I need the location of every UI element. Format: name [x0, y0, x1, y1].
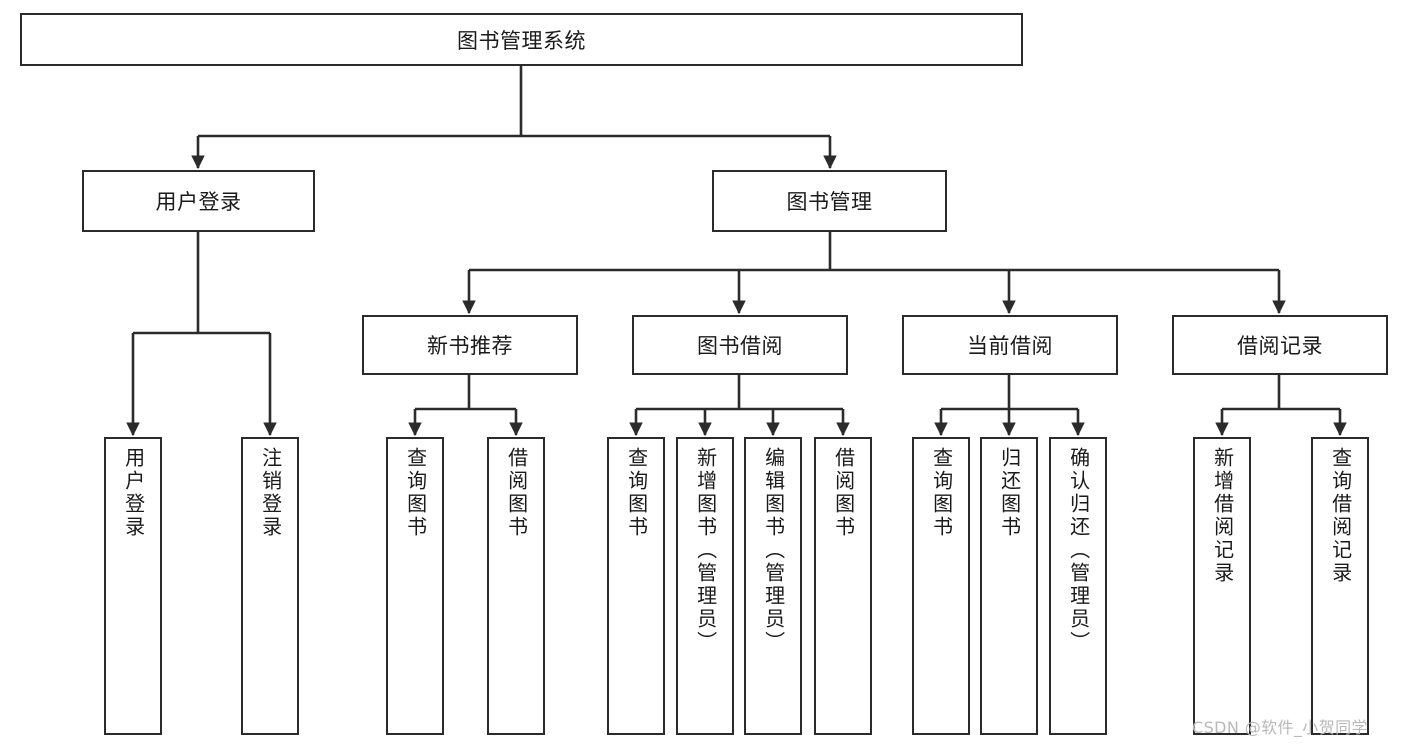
leaf-label: 借阅图书 [831, 447, 856, 539]
leaf-label: 新增借阅记录 [1210, 447, 1235, 585]
node-new-book-recommend-label: 新书推荐 [427, 334, 513, 358]
leaf-book-borrow-add-book-admin[interactable]: 新增图书（管理员） [676, 437, 734, 735]
leaf-user-login-logout[interactable]: 注销登录 [241, 437, 299, 735]
leaf-label: 归还图书 [997, 447, 1022, 539]
leaf-book-borrow-borrow-book[interactable]: 借阅图书 [814, 437, 872, 735]
csdn-watermark: CSDN @软件_小贺同学 [1192, 718, 1368, 737]
leaf-current-borrow-confirm-return-admin[interactable]: 确认归还（管理员） [1049, 437, 1107, 735]
leaf-label: 借阅图书 [504, 447, 529, 539]
node-book-borrow-label: 图书借阅 [697, 334, 783, 358]
node-book-management-label: 图书管理 [786, 190, 873, 214]
leaf-label: 查询借阅记录 [1328, 447, 1353, 585]
leaf-borrow-record-query-record[interactable]: 查询借阅记录 [1311, 437, 1369, 735]
node-book-borrow[interactable]: 图书借阅 [632, 315, 848, 375]
leaf-label: 查询图书 [929, 447, 954, 539]
leaf-label: 注销登录 [258, 447, 283, 539]
leaf-label: 查询图书 [403, 447, 428, 539]
leaf-user-login-login[interactable]: 用户登录 [104, 437, 162, 735]
node-root-book-management-system[interactable]: 图书管理系统 [20, 13, 1023, 66]
leaf-current-borrow-return-book[interactable]: 归还图书 [980, 437, 1038, 735]
node-user-login-label: 用户登录 [155, 190, 242, 214]
node-new-book-recommend[interactable]: 新书推荐 [362, 315, 578, 375]
node-book-management[interactable]: 图书管理 [712, 170, 947, 232]
leaf-new-book-borrow-book[interactable]: 借阅图书 [487, 437, 545, 735]
node-user-login[interactable]: 用户登录 [82, 170, 315, 232]
leaf-new-book-query-book[interactable]: 查询图书 [386, 437, 444, 735]
leaf-book-borrow-edit-book-admin[interactable]: 编辑图书（管理员） [744, 437, 802, 735]
leaf-label: 用户登录 [121, 447, 146, 539]
leaf-label: 编辑图书（管理员） [761, 447, 786, 654]
leaf-label: 查询图书 [624, 447, 649, 539]
leaf-book-borrow-query-book[interactable]: 查询图书 [607, 437, 665, 735]
leaf-borrow-record-add-record[interactable]: 新增借阅记录 [1193, 437, 1251, 735]
node-current-borrow-label: 当前借阅 [967, 334, 1053, 358]
node-borrow-record-label: 借阅记录 [1237, 334, 1323, 358]
leaf-label: 确认归还（管理员） [1066, 447, 1091, 654]
node-borrow-record[interactable]: 借阅记录 [1172, 315, 1388, 375]
leaf-current-borrow-query-book[interactable]: 查询图书 [912, 437, 970, 735]
node-current-borrow[interactable]: 当前借阅 [902, 315, 1118, 375]
node-root-label: 图书管理系统 [457, 28, 586, 53]
leaf-label: 新增图书（管理员） [693, 447, 718, 654]
